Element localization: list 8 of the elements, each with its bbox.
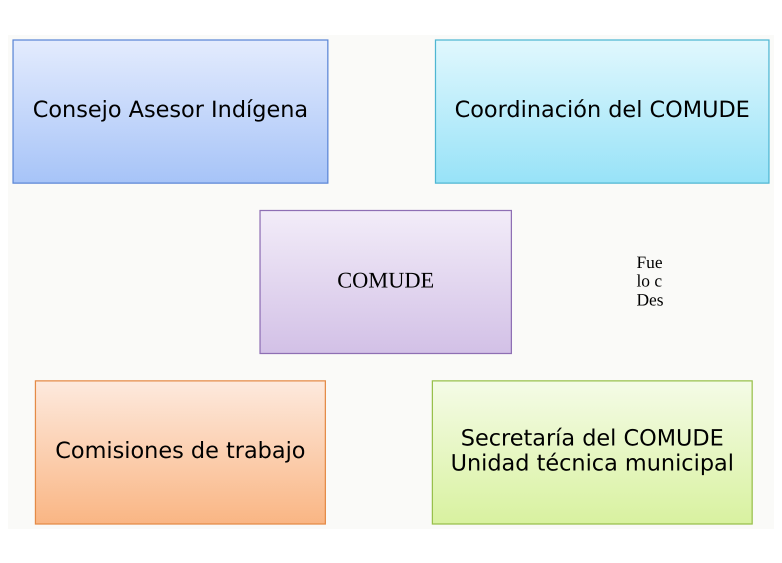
node-box: Consejo Asesor Indígena	[12, 38, 328, 184]
node-box: Comisiones de trabajo	[34, 380, 326, 524]
label: lo c	[636, 270, 662, 290]
label: Fue	[636, 251, 663, 272]
node-box: Coordinación del COMUDE	[434, 38, 770, 184]
node-box: Secretaría del COMUDE Unidad técnica municipal	[432, 380, 753, 524]
label: Des	[636, 288, 664, 309]
node-box: COMUDE	[259, 209, 512, 354]
